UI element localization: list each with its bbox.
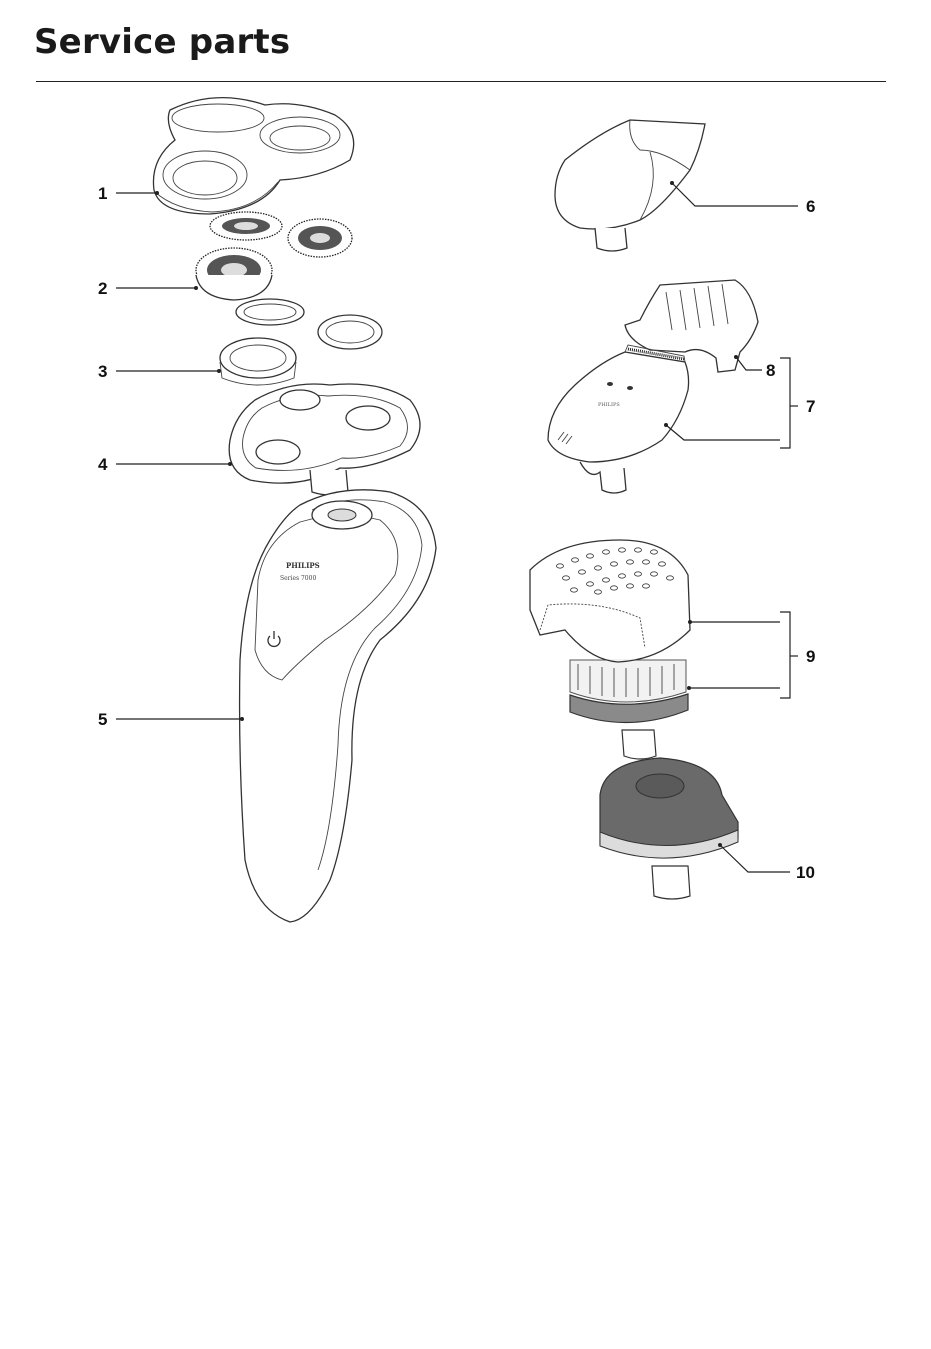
device-series-label: Series 7000 — [280, 575, 316, 582]
part-2-cutters[interactable] — [195, 211, 353, 301]
part-7-trimmer-attachment[interactable]: PHILIPS — [547, 344, 690, 494]
callout-label-5: 5 — [98, 710, 107, 729]
part-10-base-cap[interactable] — [599, 757, 739, 900]
callout-label-7: 7 — [806, 397, 815, 416]
callout-label-9: 9 — [806, 647, 815, 666]
page-title: Service parts — [34, 22, 291, 62]
power-icon[interactable] — [267, 631, 281, 648]
part-8-comb[interactable] — [624, 279, 759, 373]
callout-label-6: 6 — [806, 197, 815, 216]
callout-label-1: 1 — [98, 184, 107, 203]
callout-label-10: 10 — [796, 863, 815, 882]
callout-label-3: 3 — [98, 362, 107, 381]
device-brand-label: PHILIPS — [286, 561, 320, 570]
callout-label-8: 8 — [766, 361, 775, 380]
part-5-shaver-handle[interactable]: PHILIPS Series 7000 — [238, 489, 437, 923]
callout-label-4: 4 — [98, 455, 108, 474]
title-divider — [36, 81, 886, 82]
part-6-click-on-attachment[interactable] — [554, 119, 706, 252]
part-4-shaving-unit[interactable] — [228, 383, 421, 496]
trimmer-brand-label: PHILIPS — [598, 402, 620, 408]
callout-label-2: 2 — [98, 279, 107, 298]
callout-leaders — [116, 181, 798, 873]
part-1-holder-frame[interactable] — [152, 96, 355, 215]
part-9-cleansing-brush[interactable] — [529, 539, 691, 760]
part-3-retaining-rings[interactable] — [219, 298, 383, 386]
